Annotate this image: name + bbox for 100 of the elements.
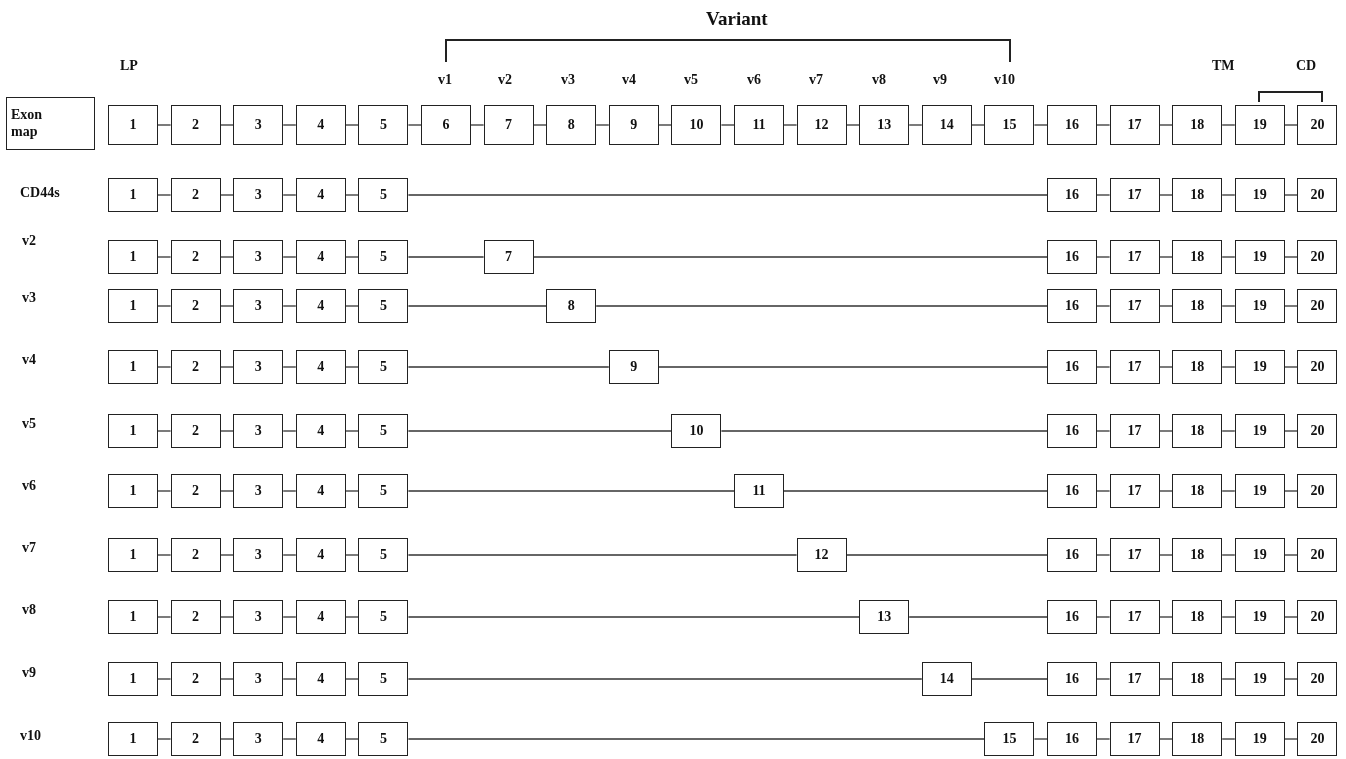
exon-box: 20 (1297, 289, 1338, 323)
connector-line (219, 616, 234, 618)
connector-line (1158, 554, 1173, 556)
connector-line (1096, 490, 1111, 492)
exon-box: 2 (170, 289, 221, 323)
exon-box: 6 (421, 105, 471, 145)
region-label: v4 (622, 72, 636, 88)
connector-line (407, 554, 798, 556)
exon-box: 5 (358, 474, 409, 508)
connector-line (345, 616, 360, 618)
exon-box: 8 (546, 105, 597, 145)
exon-box: 1 (108, 414, 158, 448)
connector-line (720, 430, 1048, 432)
exon-box: 4 (295, 105, 346, 145)
connector-line (282, 490, 297, 492)
exon-box: 3 (233, 240, 284, 274)
connector-line (407, 430, 673, 432)
connector-line (1221, 678, 1236, 680)
heading: Variant (706, 8, 768, 30)
connector-line (1221, 124, 1236, 126)
exon-box: 12 (796, 538, 847, 572)
exon-box: 18 (1172, 350, 1223, 384)
connector-line (282, 194, 297, 196)
exon-box: 19 (1234, 178, 1285, 212)
connector-line (282, 678, 297, 680)
exon-box: 20 (1297, 178, 1338, 212)
exon-box: 16 (1047, 350, 1097, 384)
connector-line (157, 305, 172, 307)
exon-box: 11 (734, 105, 784, 145)
connector-line (1221, 305, 1236, 307)
connector-line (1284, 194, 1299, 196)
connector-line (282, 554, 297, 556)
connector-line (345, 366, 360, 368)
exon-box: 12 (796, 105, 847, 145)
connector-line (783, 490, 1048, 492)
exon-box: 5 (358, 662, 409, 696)
exon-box: 15 (984, 722, 1035, 756)
connector-line (595, 305, 1048, 307)
exon-box: 19 (1234, 600, 1285, 634)
exon-box: 20 (1297, 474, 1338, 508)
exon-box: 20 (1297, 722, 1338, 756)
connector-line (1158, 305, 1173, 307)
connector-line (345, 490, 360, 492)
exon-box: 16 (1047, 414, 1097, 448)
exon-box: 7 (483, 105, 534, 145)
exon-box: 18 (1172, 662, 1223, 696)
connector-line (908, 124, 923, 126)
connector-line (345, 678, 360, 680)
connector-line (407, 305, 547, 307)
connector-line (282, 366, 297, 368)
exon-box: 4 (295, 600, 346, 634)
exon-box: 17 (1109, 474, 1160, 508)
connector-line (407, 678, 923, 680)
exon-box: 8 (546, 289, 597, 323)
exon-box: 5 (358, 600, 409, 634)
exon-box: 10 (671, 414, 722, 448)
connector-line (470, 124, 485, 126)
connector-line (1158, 256, 1173, 258)
connector-line (1158, 490, 1173, 492)
exon-box: 19 (1234, 240, 1285, 274)
connector-line (219, 430, 234, 432)
exon-box: 3 (233, 538, 284, 572)
connector-line (1096, 256, 1111, 258)
connector-line (1158, 738, 1173, 740)
region-label: v6 (747, 72, 761, 88)
region-label: CD (1296, 58, 1317, 74)
exon-box: 4 (295, 178, 346, 212)
exon-box: 5 (358, 240, 409, 274)
row-label: v8 (22, 602, 36, 618)
connector-line (658, 366, 1048, 368)
region-label: TM (1212, 58, 1235, 74)
exon-box: 3 (233, 350, 284, 384)
connector-line (1221, 554, 1236, 556)
exon-box: 4 (295, 350, 346, 384)
exon-box: 2 (170, 538, 221, 572)
exon-box: 3 (233, 178, 284, 212)
exon-box: 2 (170, 600, 221, 634)
exon-box: 3 (233, 600, 284, 634)
connector-line (532, 256, 1048, 258)
connector-line (1284, 554, 1299, 556)
connector-line (1033, 124, 1048, 126)
connector-line (1158, 430, 1173, 432)
connector-line (1033, 738, 1048, 740)
exon-box: 4 (295, 474, 346, 508)
connector-line (845, 554, 1048, 556)
exon-box: 19 (1234, 474, 1285, 508)
exon-box: 19 (1234, 105, 1285, 145)
exon-box: 18 (1172, 414, 1223, 448)
exon-box: 1 (108, 538, 158, 572)
exon-map-box: Exon map (6, 97, 95, 150)
row-label: v5 (22, 416, 36, 432)
exon-box: 17 (1109, 240, 1160, 274)
exon-box: 13 (859, 600, 910, 634)
exon-box: 3 (233, 722, 284, 756)
exon-box: 4 (295, 662, 346, 696)
exon-box: 2 (170, 178, 221, 212)
region-label: LP (120, 58, 138, 74)
exon-box: 2 (170, 662, 221, 696)
exon-box: 11 (734, 474, 784, 508)
row-label: CD44s (20, 185, 60, 201)
